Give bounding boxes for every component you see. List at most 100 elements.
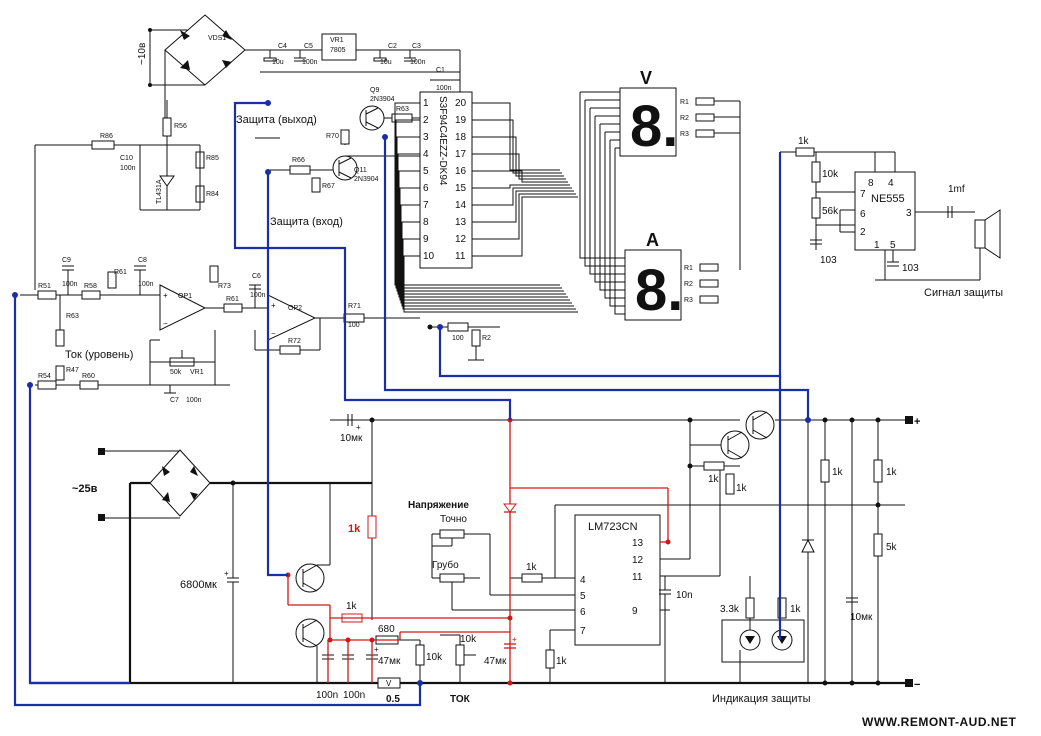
ne555-p4: 4 — [888, 178, 894, 189]
red-path: + — [285, 417, 671, 686]
vr1-trim-name: VR1 — [190, 369, 204, 376]
r84-name: R84 — [206, 191, 219, 198]
r10k-b: 10k — [460, 634, 477, 645]
c4-val: 10u — [272, 59, 284, 66]
vr1-trim-val: 50k — [170, 369, 182, 376]
cap10mk: 10мк — [340, 433, 363, 444]
lm723-p9: 9 — [632, 606, 638, 617]
display-v-digit: 8. — [630, 94, 678, 159]
c9-val: 100n — [62, 281, 78, 288]
control-supply: ~10в VDS1 C4 10u C5 100n VR1 7805 — [137, 14, 461, 120]
q-sense — [295, 563, 325, 593]
svg-text:+: + — [374, 645, 379, 654]
out-r2: 1k — [736, 483, 748, 494]
vr1-regulator — [321, 33, 357, 61]
shunt-value: 0.5 — [386, 694, 400, 705]
q-driver — [720, 430, 750, 460]
op1-name: OP1 — [178, 293, 192, 300]
c10n: 10n — [676, 590, 693, 601]
c10-val: 100n — [120, 165, 136, 172]
r70-name: R70 — [326, 133, 339, 140]
svg-text:+: + — [271, 301, 276, 310]
mcu-pin-right: 17 — [455, 149, 467, 160]
trim-r-val: 100 — [452, 335, 464, 342]
q-limit — [295, 618, 325, 648]
op2-name: OP2 — [288, 305, 302, 312]
r51-name: R51 — [38, 283, 51, 290]
mcu-pin-left: 7 — [423, 200, 429, 211]
fine-label: Точно — [440, 514, 467, 525]
svg-text:+: + — [512, 635, 517, 644]
protect-in-label: Защита (вход) — [270, 216, 343, 228]
mcu-pin-right: 16 — [455, 166, 467, 177]
c7-name: C7 — [170, 397, 179, 404]
ne555-p5: 5 — [890, 240, 896, 251]
display-a: A 8. R1 R2 R3 — [624, 230, 719, 323]
out-r5k: 5k — [886, 542, 898, 553]
display-v: V 8. R1 R2 R3 — [619, 68, 741, 270]
r60-name: R60 — [82, 373, 95, 380]
q-power — [745, 410, 775, 440]
ac10-label: ~10в — [137, 43, 148, 65]
lm723-name: LM723CN — [588, 521, 638, 533]
ne555-rin: 1k — [798, 136, 810, 147]
r85-name: R85 — [206, 155, 219, 162]
protect-out-label: Защита (выход) — [236, 114, 317, 126]
tok-label: ТОК — [450, 694, 471, 705]
c10-name: C10 — [120, 155, 133, 162]
ac25-label: ~25в — [72, 483, 98, 495]
mcu-part: S3F94C4EZZ-DK94 — [437, 96, 448, 186]
mcu-pin-left: 4 — [423, 149, 429, 160]
out-r3: 1k — [832, 467, 844, 478]
current-level-label: Ток (уровень) — [65, 349, 133, 361]
c3-name: C3 — [412, 43, 421, 50]
r58-name: R58 — [84, 283, 97, 290]
mcu-pin-left: 5 — [423, 166, 429, 177]
c6-val: 100n — [250, 292, 266, 299]
mcu-pin-left: 10 — [423, 251, 435, 262]
c5-val: 100n — [302, 59, 318, 66]
r1k-in: 1k — [526, 562, 538, 573]
svg-text:−: − — [271, 329, 276, 338]
ne555-p7: 7 — [860, 189, 866, 200]
ne555-chip — [854, 171, 916, 251]
protect-transistors: Q9 2N3904 R63 R70 Q11 2N3904 R66 R67 — [255, 87, 420, 193]
segment-bus — [394, 91, 625, 315]
r66-name: R66 — [292, 157, 305, 164]
r73-name: R73 — [218, 283, 231, 290]
svg-text:−: − — [163, 319, 168, 328]
r1k-mid: 1k — [346, 601, 358, 612]
c3-val: 100n — [410, 59, 426, 66]
mcu-pin-right: 13 — [455, 217, 467, 228]
vr1-part: 7805 — [330, 47, 346, 54]
r56-name: R56 — [174, 123, 187, 130]
power-section: ~25в + 6800мк − + 10мк + — [30, 410, 920, 705]
lm723-p12: 12 — [632, 555, 644, 566]
display-v-label: V — [640, 68, 652, 88]
mcu-pin-left: 2 — [423, 115, 429, 126]
shunt-v: V — [386, 679, 392, 688]
r1k-low: 1k — [556, 656, 568, 667]
ne555-ct: 103 — [820, 255, 837, 266]
mcu-pin-left: 9 — [423, 234, 429, 245]
lm723-p7: 7 — [580, 626, 586, 637]
coarse-label: Грубо — [432, 559, 459, 571]
lm723-p11: 11 — [632, 572, 643, 583]
da-r3: R3 — [684, 297, 693, 304]
voltage-title: Напряжение — [408, 500, 469, 511]
c5-name: C5 — [304, 43, 313, 50]
display-a-label: A — [646, 230, 659, 250]
mcu-pin-right: 12 — [455, 234, 467, 245]
mcu-pin-right: 14 — [455, 200, 467, 211]
cap47: 47мк — [378, 656, 401, 667]
tl431-name: TL431A — [156, 179, 163, 204]
q11-part: 2N3904 — [354, 176, 379, 183]
c1-name: C1 — [436, 67, 445, 74]
mcu-pin-right: 18 — [455, 132, 467, 143]
lm723-p6: 6 — [580, 607, 586, 618]
svg-text:+: + — [163, 291, 168, 300]
cap-out: 10мк — [850, 612, 873, 623]
da-r2: R2 — [684, 281, 693, 288]
dv-r3: R3 — [680, 131, 689, 138]
ne555-p6: 6 — [860, 209, 866, 220]
